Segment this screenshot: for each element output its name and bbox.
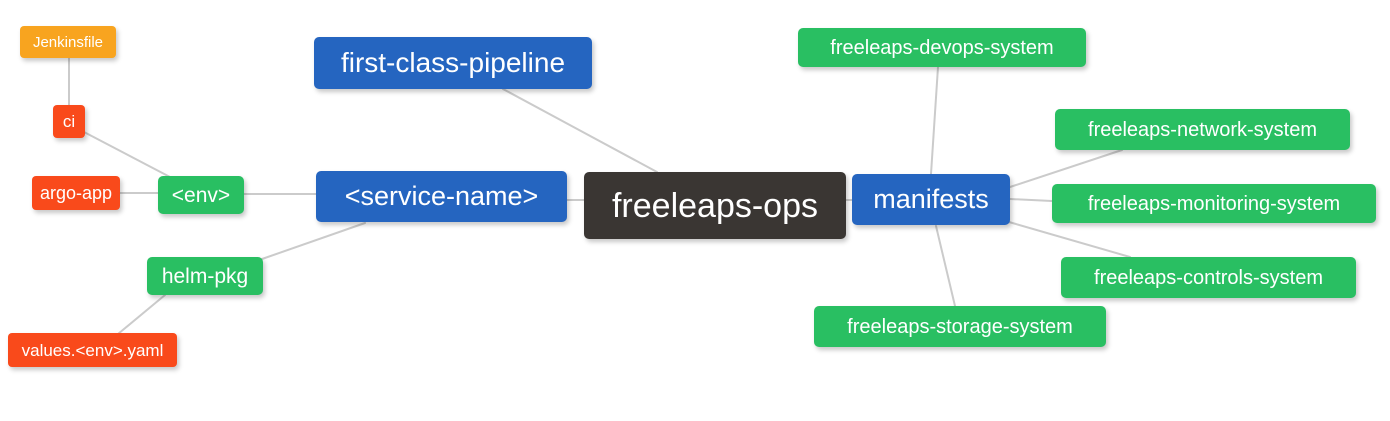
edge-manifests-network-system <box>1009 149 1123 188</box>
node-freeleaps-ops-root[interactable]: freeleaps-ops <box>584 172 846 239</box>
node-freeleaps-devops-system[interactable]: freeleaps-devops-system <box>798 28 1086 67</box>
node-jenkinsfile[interactable]: Jenkinsfile <box>20 26 116 58</box>
node-freeleaps-controls-system[interactable]: freeleaps-controls-system <box>1061 257 1356 298</box>
edge-service-name-helm-pkg <box>261 222 366 260</box>
node-manifests[interactable]: manifests <box>852 174 1010 225</box>
node-freeleaps-storage-system[interactable]: freeleaps-storage-system <box>814 306 1106 347</box>
edge-helm-pkg-values-env-yaml <box>117 294 166 335</box>
edge-ci-env <box>83 131 171 178</box>
edge-manifests-devops-system <box>930 66 939 175</box>
node-freeleaps-monitoring-system[interactable]: freeleaps-monitoring-system <box>1052 184 1376 223</box>
node-ci[interactable]: ci <box>53 105 85 138</box>
node-freeleaps-network-system[interactable]: freeleaps-network-system <box>1055 109 1350 150</box>
node-first-class-pipeline[interactable]: first-class-pipeline <box>314 37 592 89</box>
edge-first-class-pipeline-freeleaps-ops <box>502 88 658 173</box>
edge-manifests-monitoring-system <box>1009 198 1053 202</box>
node-argo-app[interactable]: argo-app <box>32 176 120 210</box>
edge-manifests-storage-system <box>935 225 956 307</box>
node-values-env-yaml[interactable]: values.<env>.yaml <box>8 333 177 367</box>
node-service-name[interactable]: <service-name> <box>316 171 567 222</box>
node-env[interactable]: <env> <box>158 176 244 214</box>
node-helm-pkg[interactable]: helm-pkg <box>147 257 263 295</box>
edge-manifests-controls-system <box>1008 221 1131 258</box>
